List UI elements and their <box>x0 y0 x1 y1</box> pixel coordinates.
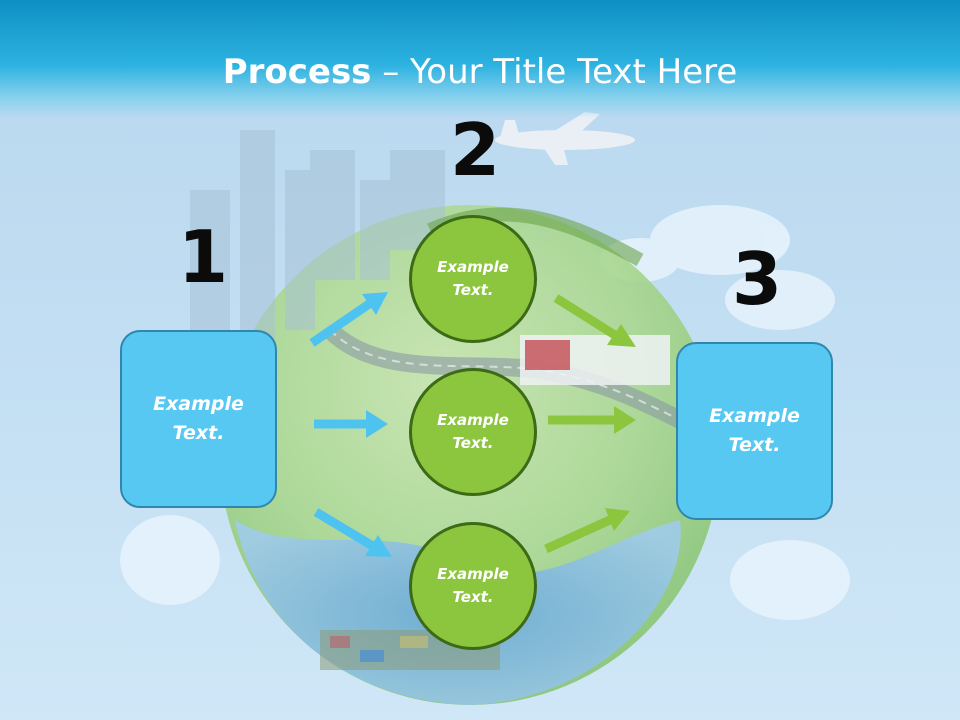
slide-title: Process – Your Title Text Here <box>0 52 960 92</box>
arrow-blue-down <box>313 508 392 557</box>
arrow-green-mid <box>548 406 636 434</box>
arrow-blue-up <box>309 292 388 347</box>
title-bold: Process <box>222 52 372 92</box>
arrow-green-up <box>544 508 630 554</box>
step-number-2: 2 <box>450 108 501 192</box>
step-number-1: 1 <box>178 215 229 299</box>
arrow-blue-mid <box>314 410 388 438</box>
step-box-3: Example Text. <box>676 342 833 520</box>
step-number-3: 3 <box>732 237 783 321</box>
step-circle-top: Example Text. <box>409 215 537 343</box>
step-circle-middle: Example Text. <box>409 368 537 496</box>
header-bar <box>0 0 960 118</box>
step-box-1: Example Text. <box>120 330 277 508</box>
title-rest: – Your Title Text Here <box>371 52 738 92</box>
arrow-green-down <box>553 294 636 347</box>
step-circle-bottom: Example Text. <box>409 522 537 650</box>
